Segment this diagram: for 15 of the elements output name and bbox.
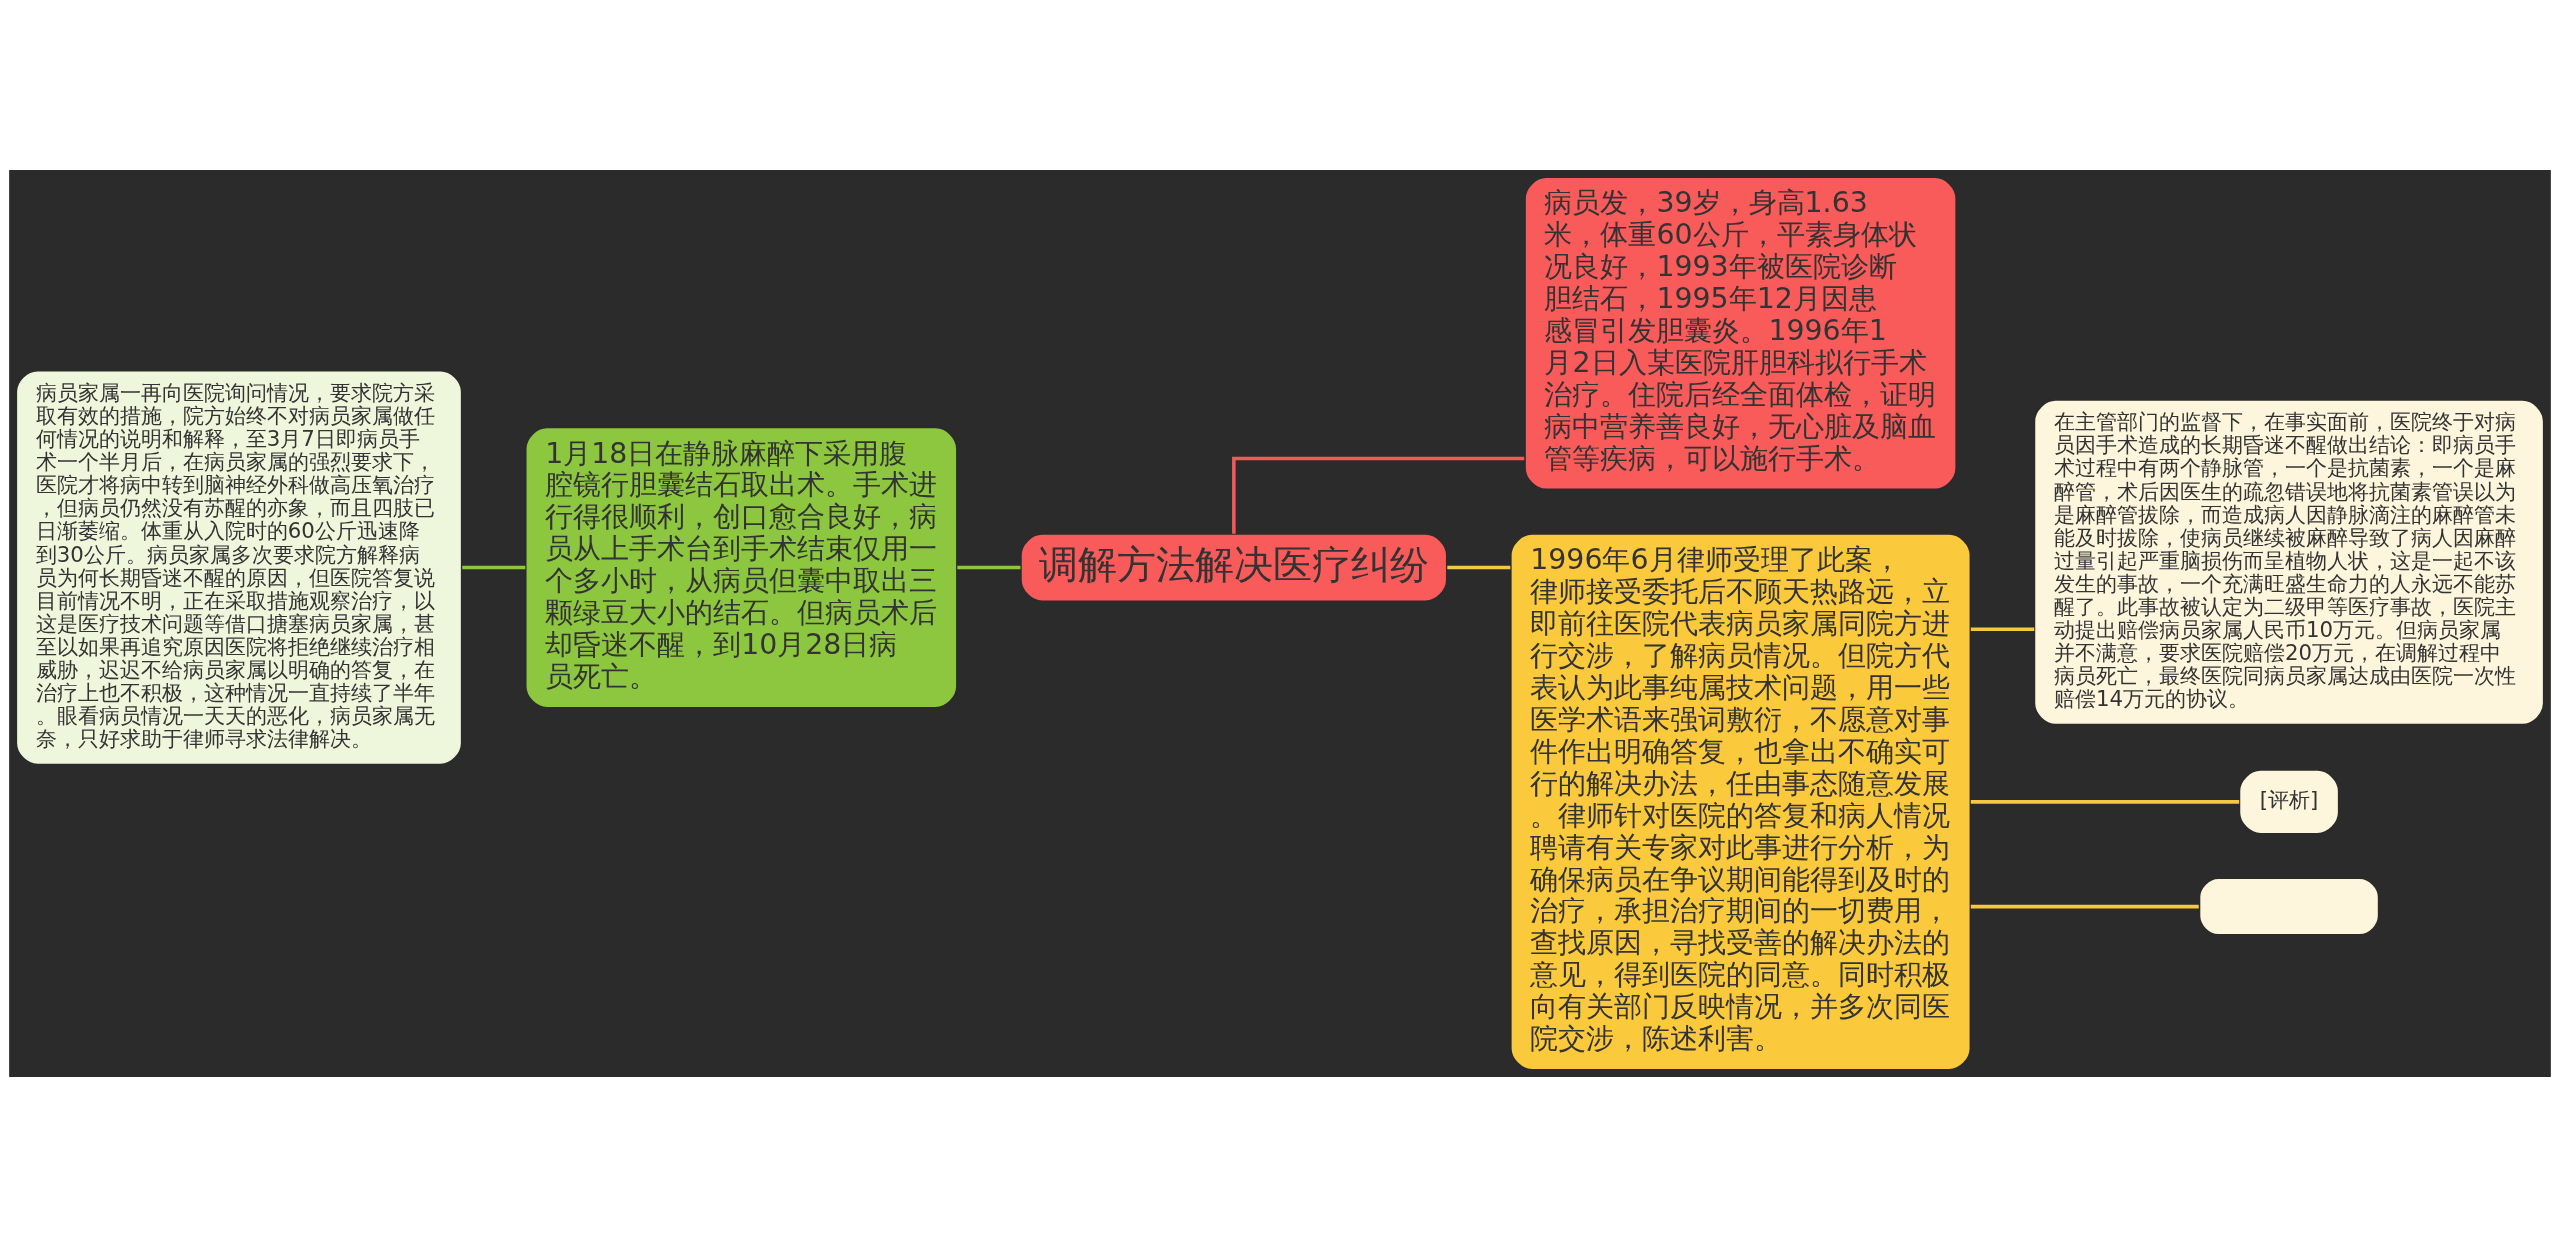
connector xyxy=(1232,456,1525,534)
node-box: 病员发，39岁，身高1.63米，体重60公斤，平素身体状况良好，1993年被医院诊断胆结石，1995年12月因患感冒引发胆囊炎。1996年1月2日入某医院肝胆科拟行手术治疗。住院后经全面体检，证明病中营养善良好，无心脏及脑血管等疾病，可以施行手术。 xyxy=(1524,176,1958,491)
node-box: 在主管部门的监督下，在事实面前，医院终于对病员因手术造成的长期昏迷不醒做出结论：即病员手术过程中有两个静脉管，一个是抗菌素，一个是麻醉管，术后因医生的疏忽错误地将抗菌素管误以为是麻醉管拔除，而造成病人因静脉滴注的麻醉管未能及时拔除，使病员继续被麻醉导致了病人因麻醉过量引起严重脑损伤而呈植物人状，这是一起不该发生的事故，一个充满旺盛生命力的人永远不能苏醒了。此事故被认定为二级甲等医疗事故，医院主动提出赔偿病员家属人民币10万元。但病员家属并不满意，要求医院赔偿20万元，在调解过程中病员死亡，最终医院同病员家属达成由医院一次性赔偿14万元的协议。 xyxy=(2033,398,2545,726)
connector xyxy=(1447,565,1511,570)
node-box: 调解方法解决医疗纠纷 xyxy=(1019,532,1448,603)
node-box xyxy=(2198,877,2380,936)
node-box: 1月18日在静脉麻醉下采用腹腔镜行胆囊结石取出术。手术进行得很顺利，创口愈合良好，病员从上手术台到手术结束仅用一个多小时，从病员但囊中取出三颗绿豆大小的结石。但病员术后却昏迷不醒，到10月28日病员死亡。 xyxy=(524,426,958,709)
node-box: 1996年6月律师受理了此案，律师接受委托后不顾天热路远，立即前往医院代表病员家属同院方进行交涉，了解病员情况。但院方代表认为此事纯属技术问题，用一些医学术语来强词敷衍，不愿意对事件作出明确答复，也拿出不确实可行的解决办法，任由事态随意发展。律师针对医院的答复和病人情况聘请有关专家对此事进行分析，为确保病员在争议期间能得到及时的治疗，承担治疗期间的一切费用，查找原因，寻找受善的解决办法的意见，得到医院的同意。同时积极向有关部门反映情况，并多次同医院交涉，陈述利害。 xyxy=(1509,532,1972,1071)
connector xyxy=(1970,800,2240,804)
node-box: 病员家属一再向医院询问情况，要求院方采取有效的措施，院方始终不对病员家属做任何情况的说明和解释，至3月7日即病员手术一个半月后，在病员家属的强烈要求下，医院才将病中转到脑神经外科做高压氧治疗，但病员仍然没有苏醒的亦象，而且四肢已日渐萎缩。体重从入院时的60公斤迅速降到30公斤。病员家属多次要求院方解释病员为何长期昏迷不醒的原因，但医院答复说目前情况不明，正在采取措施观察治疗，以这是医疗技术问题等借口搪塞病员家属，甚至以如果再追究原因医院将拒绝继续治疗相威胁，迟迟不给病员家属以明确的答复，在治疗上也不积极，这种情况一直持续了半年。眼看病员情况一天天的恶化，病员家属无奈，只好求助于律师寻求法律解决。 xyxy=(15,369,463,766)
connector xyxy=(957,565,1021,570)
connector xyxy=(462,565,526,570)
node-box: [评析] xyxy=(2238,769,2340,835)
connector xyxy=(1970,904,2199,909)
connector xyxy=(1970,627,2035,632)
